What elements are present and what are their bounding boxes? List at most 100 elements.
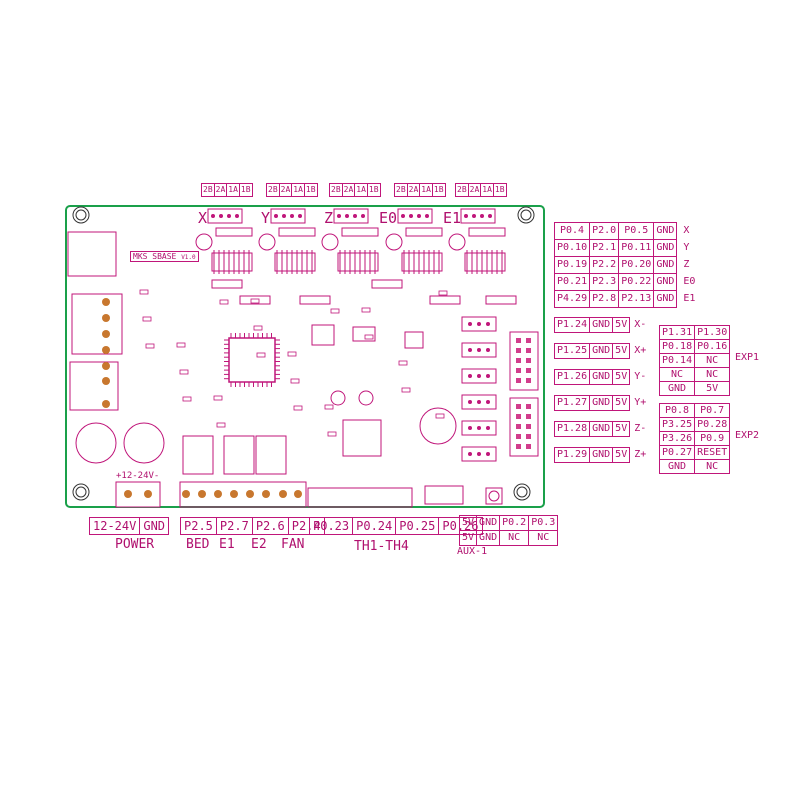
pad (102, 298, 110, 306)
pin (227, 214, 231, 218)
endstop-connector (461, 446, 497, 462)
pin-cell: P0.19 (553, 256, 591, 274)
pin-cell: NC (694, 353, 731, 368)
header (371, 279, 403, 289)
capacitor (448, 233, 466, 251)
pin-cell: 5V (612, 421, 631, 437)
capacitor (358, 390, 374, 406)
smd-part (216, 422, 226, 428)
motor-connector (207, 208, 243, 224)
pad (102, 314, 110, 322)
exp-pin (516, 404, 521, 409)
exp-pin (526, 338, 531, 343)
smd-part (176, 342, 186, 348)
pad (230, 490, 238, 498)
header (239, 295, 271, 305)
endstop-name: Z+ (634, 449, 647, 460)
pin-cell: 2B (329, 183, 343, 197)
pin-cell: P0.18 (658, 339, 696, 354)
aux-cell: GND (476, 515, 501, 531)
pad (262, 490, 270, 498)
exp-pin (516, 338, 521, 343)
endstop-connector (461, 368, 497, 384)
reset-button-cap (488, 490, 500, 502)
exp-pin (516, 378, 521, 383)
smd-part (324, 404, 334, 410)
pin-cell: 1B (431, 183, 446, 197)
driver-part (405, 227, 443, 237)
pin (425, 214, 429, 218)
thermistor-cell: P0.24 (352, 517, 397, 535)
exp1-label: EXP1 (735, 352, 760, 363)
pad (279, 490, 287, 498)
pin (235, 214, 239, 218)
exp2-connector (509, 397, 539, 457)
power-silk: +12-24V- (116, 471, 160, 481)
pin-cell: NC (694, 367, 731, 382)
smd-part (182, 396, 192, 402)
pin-cell: P1.31 (658, 325, 696, 340)
eth-chip (342, 419, 382, 457)
pin-cell: 5V (612, 317, 631, 333)
pin-cell: P1.28 (553, 421, 591, 437)
capacitor (195, 233, 213, 251)
pin-cell: 1A (291, 183, 305, 197)
thermistor-label: TH1-TH4 (354, 539, 409, 554)
pin-cell: GND (653, 273, 678, 291)
pin (477, 374, 481, 378)
pin (488, 214, 492, 218)
pin (211, 214, 215, 218)
axis-name: X (683, 225, 690, 236)
exp-pin (516, 348, 521, 353)
pin-cell: P1.24 (553, 317, 591, 333)
pin-cell: P0.27 (658, 445, 696, 460)
pin-cell: 2B (201, 183, 215, 197)
pin (337, 214, 341, 218)
capacitor (258, 233, 276, 251)
header (299, 295, 331, 305)
pin-cell: 5V (612, 343, 631, 359)
pin-cell: 1A (480, 183, 494, 197)
pin-cell: P1.30 (694, 325, 731, 340)
pad (182, 490, 190, 498)
pin-cell: P0.28 (694, 417, 731, 432)
pin-cell: P0.20 (618, 256, 655, 274)
pin-cell: P1.29 (553, 447, 591, 463)
pin-cell: GND (653, 239, 678, 257)
pin (486, 400, 490, 404)
driver-chip (464, 252, 506, 272)
exp-pin (516, 368, 521, 373)
exp-pin (516, 424, 521, 429)
smd-part (142, 316, 152, 322)
axis-label: Y (261, 209, 271, 227)
smd-part (330, 308, 340, 314)
output-connector (179, 481, 307, 508)
pin-cell: GND (589, 421, 614, 437)
smd-part (145, 343, 155, 349)
exp-pin (526, 368, 531, 373)
driver-part (278, 227, 316, 237)
smd-part (213, 395, 223, 401)
axis-name: E1 (683, 293, 696, 304)
board-title: MKS SBASE V1.0 (130, 251, 199, 262)
pad (102, 362, 110, 370)
mosfet (255, 435, 287, 475)
aux-cell: P0.3 (528, 515, 559, 531)
exp-pin (526, 348, 531, 353)
pin-cell: 5V (694, 381, 731, 396)
pin (361, 214, 365, 218)
axis-label: X (198, 209, 208, 227)
pin (477, 322, 481, 326)
pin-cell: 2B (266, 183, 280, 197)
pin-cell: GND (653, 290, 678, 308)
mounting-hole (517, 206, 535, 224)
aux-cell: NC (528, 530, 559, 546)
pin-cell: 1A (226, 183, 240, 197)
pin-cell: 1B (303, 183, 318, 197)
axis-name: Y (683, 242, 690, 253)
power-table: 12-24V GND (88, 517, 170, 535)
